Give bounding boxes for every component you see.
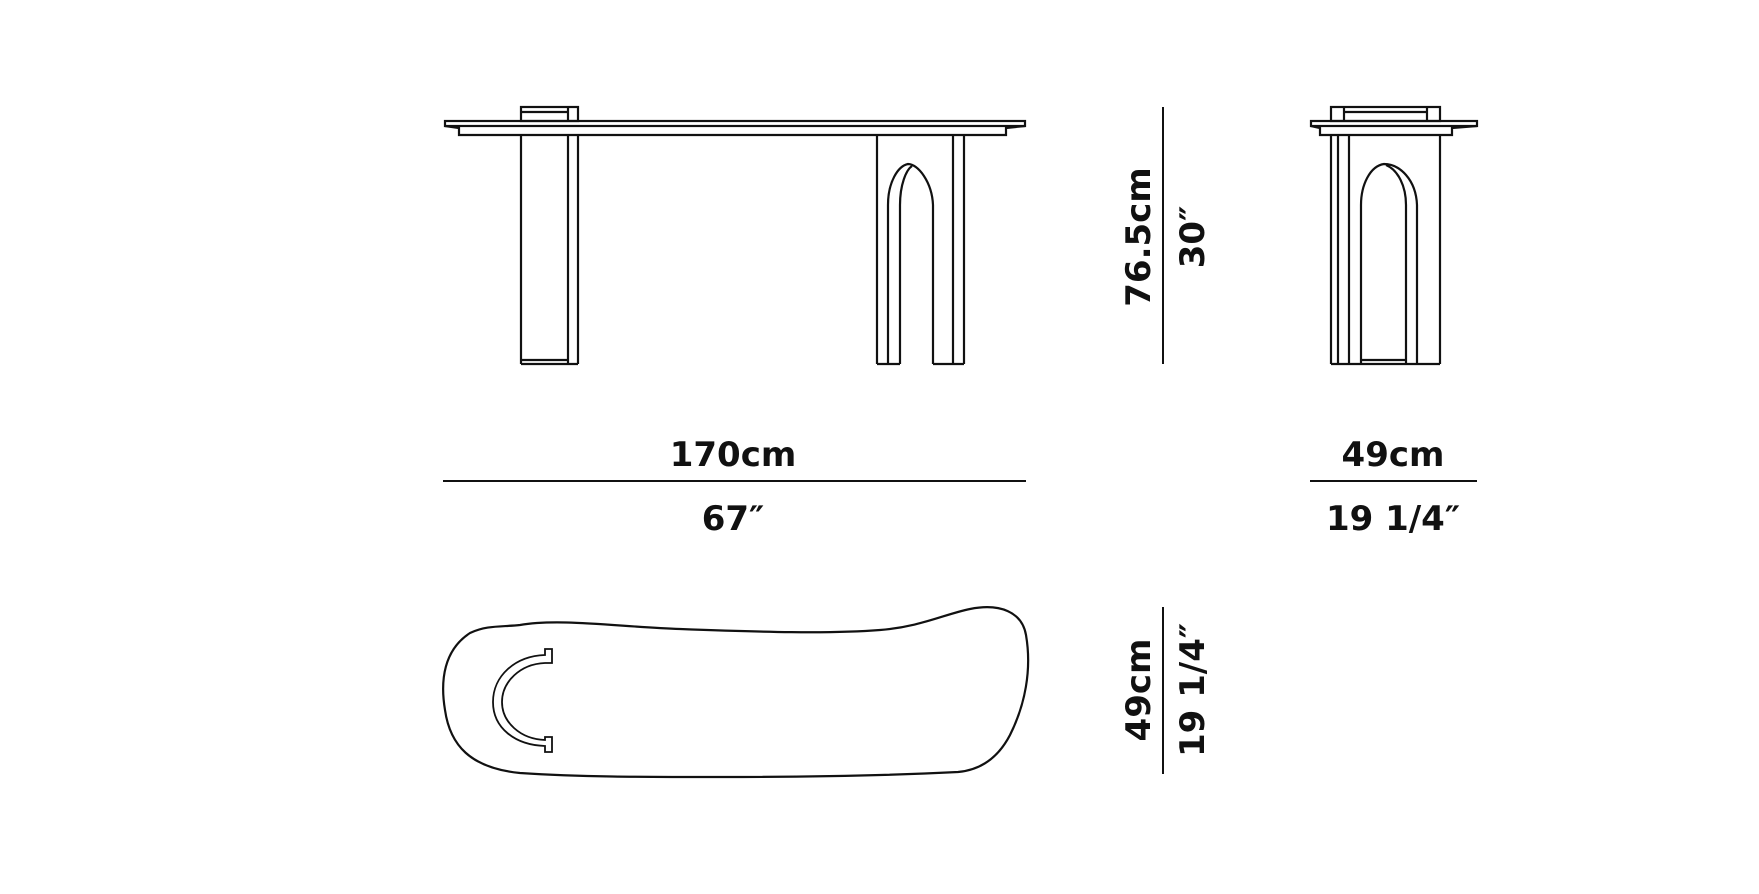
- side-depth-dimension: 49cm 19 1/4″: [1310, 435, 1477, 539]
- width-dimension: 170cm 67″: [443, 435, 1026, 539]
- top-view: [442, 606, 1030, 779]
- front-view: [443, 105, 1027, 366]
- height-imperial-label: 30″: [1173, 206, 1213, 269]
- top-view-leg-outline: [492, 648, 553, 753]
- width-metric-label: 170cm: [670, 435, 797, 475]
- front-left-leg: [519, 105, 580, 366]
- top-depth-dimension: 49cm 19 1/4″: [1119, 607, 1213, 774]
- top-depth-imperial-label: 19 1/4″: [1173, 623, 1213, 757]
- width-imperial-label: 67″: [702, 499, 765, 539]
- front-tabletop: [443, 119, 1027, 137]
- side-view: [1309, 105, 1479, 366]
- front-right-leg: [875, 135, 966, 366]
- side-depth-metric-label: 49cm: [1342, 435, 1445, 475]
- side-leg: [1329, 135, 1442, 366]
- height-metric-label: 76.5cm: [1119, 167, 1159, 306]
- top-depth-metric-label: 49cm: [1119, 639, 1159, 742]
- height-dimension: 76.5cm 30″: [1119, 107, 1213, 364]
- side-tabletop: [1309, 105, 1479, 137]
- side-depth-imperial-label: 19 1/4″: [1326, 499, 1460, 539]
- top-view-outline: [442, 606, 1030, 779]
